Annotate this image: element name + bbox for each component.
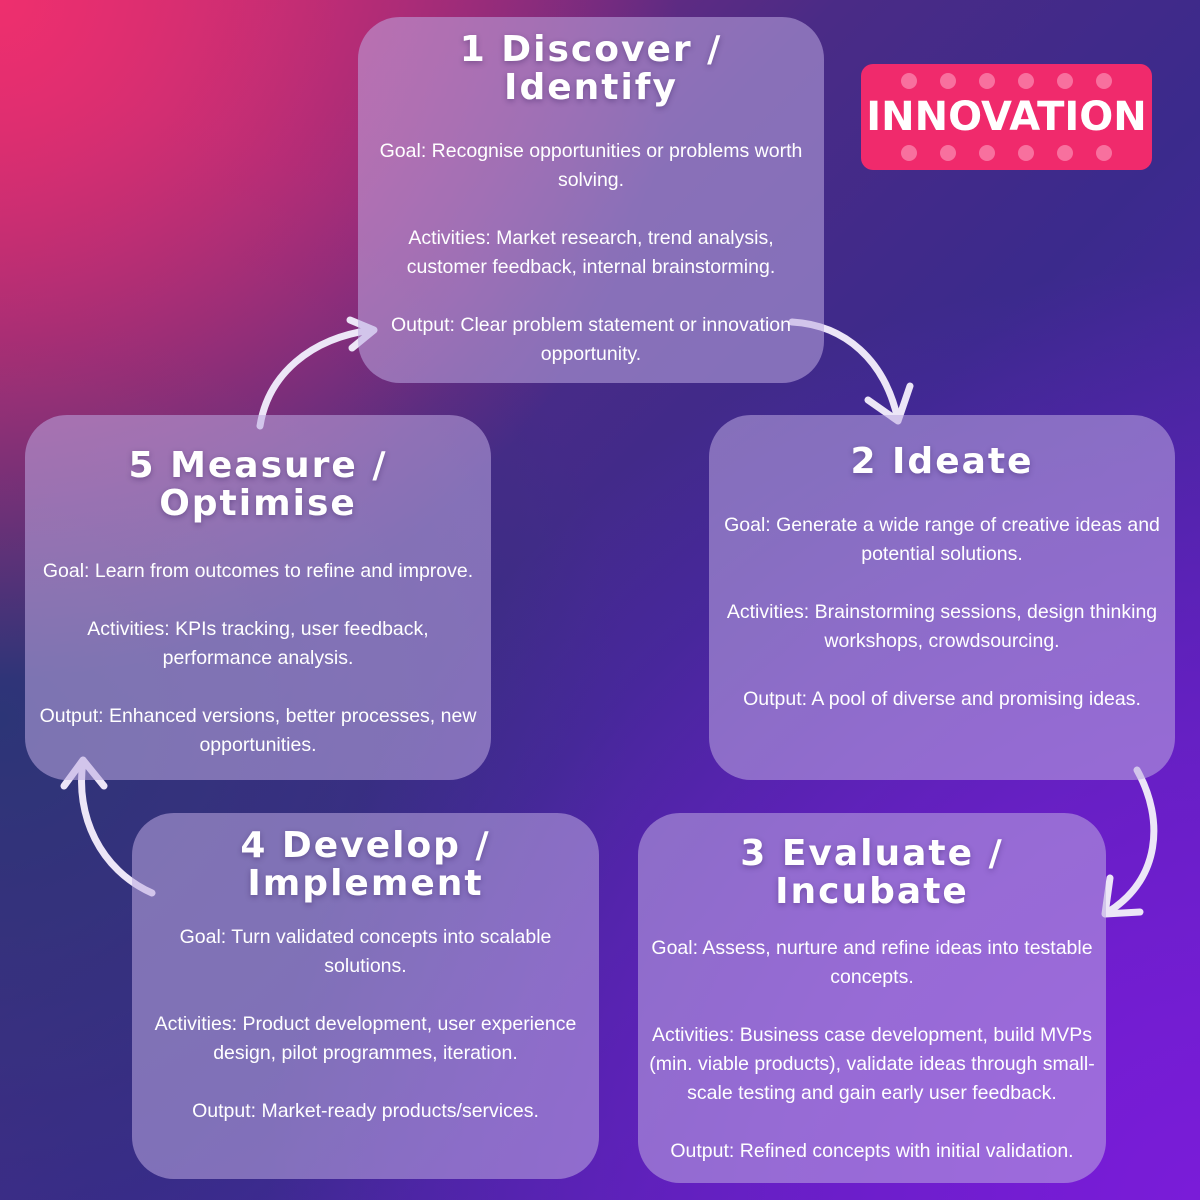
badge-label: INNOVATION — [866, 94, 1147, 140]
stage-output: Output: Market-ready products/services. — [192, 1100, 539, 1122]
innovation-badge: INNOVATION — [861, 64, 1152, 170]
stage-activities: Activities: Market research, trend analy… — [406, 227, 776, 278]
stage-goal: Goal: Generate a wide range of creative … — [724, 514, 1160, 565]
stage-title: 5 Measure / Optimise — [128, 445, 388, 524]
stage-goal: Goal: Recognise opportunities or problem… — [379, 140, 803, 191]
stage-activities: Activities: KPIs tracking, user feedback… — [87, 618, 429, 669]
stage-card-ideate: 2 Ideate Goal: Generate a wide range of … — [709, 415, 1175, 780]
stage-output: Output: Enhanced versions, better proces… — [39, 705, 477, 756]
stage-title: 3 Evaluate / Incubate — [740, 833, 1004, 912]
stage-card-evaluate: 3 Evaluate / Incubate Goal: Assess, nurt… — [638, 813, 1106, 1183]
stage-activities: Activities: Product development, user ex… — [154, 1013, 577, 1064]
stage-title: 4 Develop / Implement — [240, 825, 491, 904]
stage-title: 1 Discover / Identify — [459, 29, 723, 108]
stage-card-measure: 5 Measure / Optimise Goal: Learn from ou… — [25, 415, 491, 780]
stage-card-discover: 1 Discover / Identify Goal: Recognise op… — [358, 17, 824, 383]
stage-goal: Goal: Assess, nurture and refine ideas i… — [651, 937, 1093, 988]
stage-activities: Activities: Brainstorming sessions, desi… — [726, 601, 1158, 652]
stage-goal: Goal: Learn from outcomes to refine and … — [42, 560, 474, 582]
stage-goal: Goal: Turn validated concepts into scala… — [179, 926, 552, 977]
stage-activities: Activities: Business case development, b… — [649, 1024, 1095, 1104]
stage-output: Output: Clear problem statement or innov… — [391, 314, 791, 365]
stage-title: 2 Ideate — [850, 441, 1034, 482]
arrow-measure-to-discover — [256, 316, 378, 430]
stage-card-develop: 4 Develop / Implement Goal: Turn validat… — [132, 813, 599, 1179]
arrow-ideate-to-evaluate — [1101, 766, 1158, 918]
badge-dots-bottom — [901, 145, 1112, 161]
stage-output: Output: Refined concepts with initial va… — [670, 1140, 1074, 1162]
stage-output: Output: A pool of diverse and promising … — [743, 688, 1141, 710]
badge-dots-top — [901, 73, 1112, 89]
